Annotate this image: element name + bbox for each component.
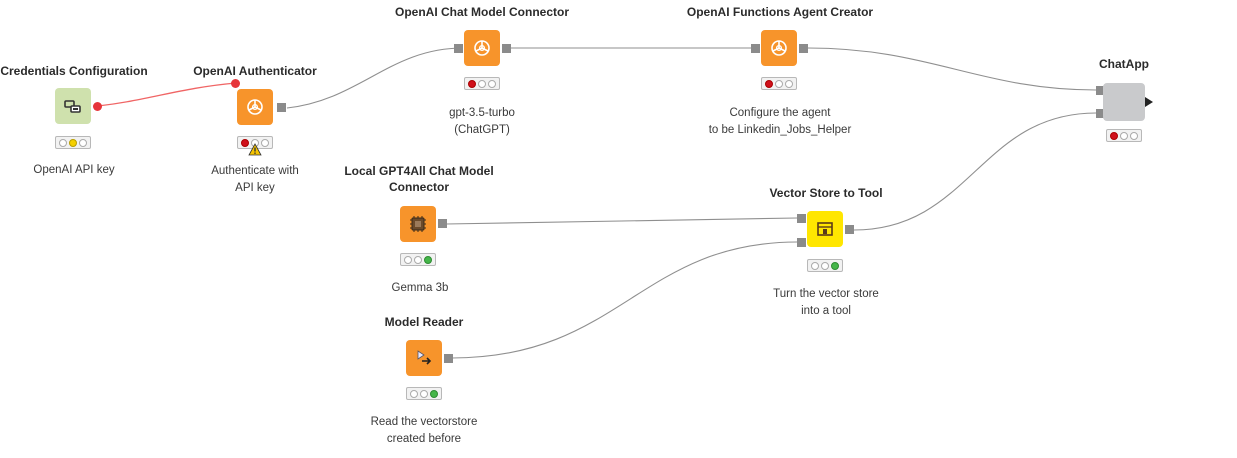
node-description: Gemma 3b <box>391 282 449 294</box>
tool-icon <box>817 222 833 236</box>
connection-agent-creator-chatapp[interactable] <box>807 47 1097 91</box>
play-arrow-icon <box>1145 97 1153 107</box>
output-port-model-reader[interactable] <box>444 354 453 363</box>
warning-icon <box>248 143 262 156</box>
status-light-red <box>404 255 412 264</box>
node-box[interactable] <box>464 30 500 66</box>
node-box[interactable] <box>400 206 436 242</box>
node-description-line1: Read the vectorstore <box>370 416 478 428</box>
status-light-red <box>811 261 819 270</box>
connection-model-reader-vector-tool[interactable] <box>451 241 798 359</box>
traffic-light <box>406 387 442 400</box>
output-port-chat-model[interactable] <box>502 44 511 53</box>
node-description-line1: Authenticate with <box>211 165 299 177</box>
output-port-gpt4all[interactable] <box>438 219 447 228</box>
node-description-line2: created before <box>386 433 462 445</box>
status-light-yellow <box>821 261 829 270</box>
node-title: Model Reader <box>384 315 464 329</box>
node-title: ChatApp <box>1099 57 1149 71</box>
node-box[interactable] <box>55 88 91 124</box>
connection-gpt4all-vector-tool[interactable] <box>445 217 798 225</box>
status-light-red <box>59 138 67 147</box>
connection-credentials-authenticator[interactable] <box>97 82 237 107</box>
connection-authenticator-chat-model[interactable] <box>286 47 464 109</box>
output-port-credentials[interactable] <box>93 102 102 111</box>
output-port-agent-creator[interactable] <box>799 44 808 53</box>
status-light-green <box>430 389 438 398</box>
status-light-yellow <box>420 389 428 398</box>
node-description-line2: API key <box>235 182 275 194</box>
openai-icon <box>771 40 787 56</box>
node-title: Credentials Configuration <box>0 64 148 78</box>
status-light-yellow <box>775 79 783 88</box>
openai-icon <box>474 40 490 56</box>
traffic-light <box>807 259 843 272</box>
input-port-agent-creator[interactable] <box>751 44 760 53</box>
input-port-chat-model[interactable] <box>454 44 463 53</box>
status-light-yellow <box>478 79 486 88</box>
traffic-light <box>1106 129 1142 142</box>
node-box[interactable] <box>807 211 843 247</box>
status-light-green <box>424 255 432 264</box>
node-box[interactable] <box>761 30 797 66</box>
node-description-line1: gpt-3.5-turbo <box>449 107 515 119</box>
status-light-red <box>765 79 773 88</box>
traffic-light <box>55 136 91 149</box>
status-light-yellow <box>69 138 77 147</box>
node-title: OpenAI Functions Agent Creator <box>686 5 874 19</box>
status-light-red <box>468 79 476 88</box>
node-title: OpenAI Authenticator <box>193 64 317 78</box>
status-light-green <box>831 261 839 270</box>
node-description: OpenAI API key <box>33 164 115 176</box>
status-light-green <box>488 79 496 88</box>
node-description-line2: (ChatGPT) <box>454 124 510 136</box>
reader-icon <box>417 350 432 365</box>
node-box[interactable] <box>406 340 442 376</box>
status-light-green <box>785 79 793 88</box>
status-light-red <box>410 389 418 398</box>
status-light-green <box>1130 131 1138 140</box>
traffic-light <box>400 253 436 266</box>
chip-icon <box>410 216 426 232</box>
input-port-vector-tool-1[interactable] <box>797 214 806 223</box>
traffic-light <box>464 77 500 90</box>
input-port-vector-tool-2[interactable] <box>797 238 806 247</box>
input-port-chatapp-1[interactable] <box>1096 86 1105 95</box>
node-title-line1: Local GPT4All Chat Model <box>344 164 494 178</box>
input-port-credentials[interactable] <box>231 79 240 88</box>
output-port-vector-tool[interactable] <box>845 225 854 234</box>
status-light-yellow <box>414 255 422 264</box>
connection-vector-tool-chatapp[interactable] <box>853 112 1097 231</box>
status-light-green <box>261 138 269 147</box>
input-port-chatapp-2[interactable] <box>1096 109 1105 118</box>
node-title-line2: Connector <box>389 180 449 194</box>
node-title: Vector Store to Tool <box>769 186 883 200</box>
credentials-icon <box>64 100 81 113</box>
node-title: OpenAI Chat Model Connector <box>395 5 569 19</box>
openai-icon <box>247 99 263 115</box>
component-icon[interactable] <box>1103 83 1145 121</box>
node-description-line2: into a tool <box>801 305 851 317</box>
node-description-line1: Turn the vector store <box>773 288 879 300</box>
status-light-red <box>241 138 249 147</box>
node-description-line2: to be Linkedin_Jobs_Helper <box>708 124 852 136</box>
output-port-authenticator[interactable] <box>277 103 286 112</box>
status-light-yellow <box>1120 131 1128 140</box>
node-box[interactable] <box>237 89 273 125</box>
node-description-line1: Configure the agent <box>729 107 831 119</box>
status-light-red <box>1110 131 1118 140</box>
traffic-light <box>761 77 797 90</box>
status-light-green <box>79 138 87 147</box>
